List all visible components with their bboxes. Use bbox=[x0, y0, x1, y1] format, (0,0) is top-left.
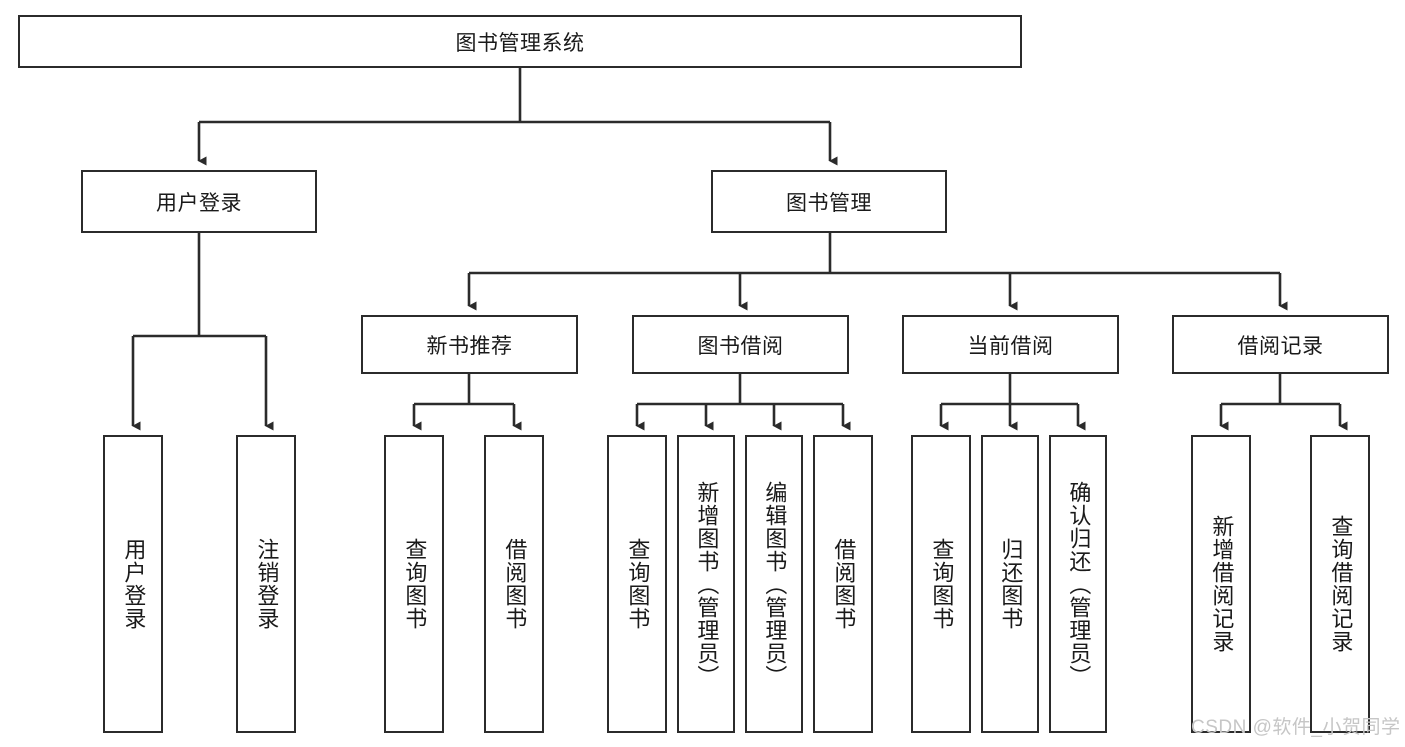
leaf-book-borrow-query-book[interactable]: 查询图书 bbox=[607, 435, 667, 733]
leaf-current-borrow-query-book[interactable]: 查询图书 bbox=[911, 435, 971, 733]
leaf-new-book-borrow-book[interactable]: 借阅图书 bbox=[484, 435, 544, 733]
leaf-current-borrow-confirm-return-admin[interactable]: 确认归还（管理员） bbox=[1049, 435, 1107, 733]
node-book-management[interactable]: 图书管理 bbox=[711, 170, 947, 233]
leaf-borrow-record-query-record[interactable]: 查询借阅记录 bbox=[1310, 435, 1370, 733]
node-book-borrow[interactable]: 图书借阅 bbox=[632, 315, 849, 374]
leaf-book-borrow-edit-book-admin[interactable]: 编辑图书（管理员） bbox=[745, 435, 803, 733]
leaf-book-borrow-add-book-admin[interactable]: 新增图书（管理员） bbox=[677, 435, 735, 733]
leaf-book-borrow-borrow-book[interactable]: 借阅图书 bbox=[813, 435, 873, 733]
node-book-management-system[interactable]: 图书管理系统 bbox=[18, 15, 1022, 68]
leaf-user-login-logout[interactable]: 注销登录 bbox=[236, 435, 296, 733]
leaf-user-login-login[interactable]: 用户登录 bbox=[103, 435, 163, 733]
leaf-new-book-query-book[interactable]: 查询图书 bbox=[384, 435, 444, 733]
node-new-book-recommend[interactable]: 新书推荐 bbox=[361, 315, 578, 374]
node-current-borrow[interactable]: 当前借阅 bbox=[902, 315, 1119, 374]
node-borrow-record[interactable]: 借阅记录 bbox=[1172, 315, 1389, 374]
leaf-current-borrow-return-book[interactable]: 归还图书 bbox=[981, 435, 1039, 733]
node-user-login[interactable]: 用户登录 bbox=[81, 170, 317, 233]
leaf-borrow-record-add-record[interactable]: 新增借阅记录 bbox=[1191, 435, 1251, 733]
